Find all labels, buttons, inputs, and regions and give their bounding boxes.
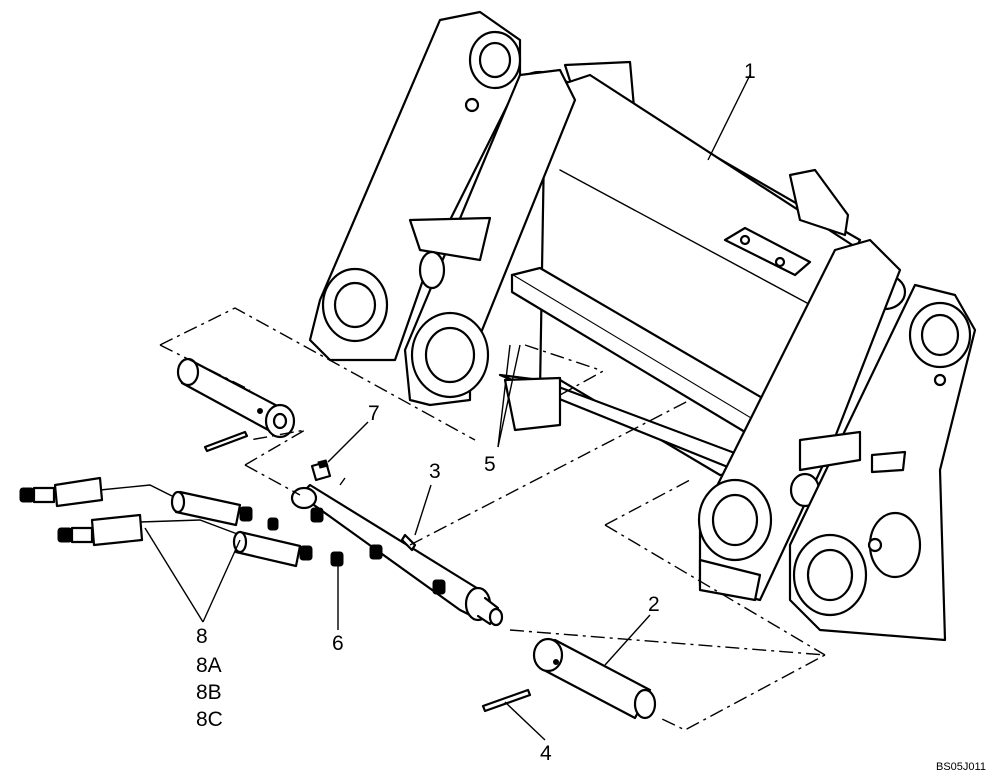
callout-5: 5 — [484, 453, 496, 476]
callout-2: 2 — [648, 593, 660, 616]
hose-upper — [19, 476, 253, 527]
callout-8: 8 — [196, 625, 208, 648]
callout-8c: 8C — [196, 708, 223, 731]
leader-lines — [144, 74, 751, 741]
pin-upper-left — [176, 357, 296, 453]
callout-6: 6 — [332, 632, 344, 655]
pin-part-2 — [532, 637, 657, 720]
quick-attach-frame — [308, 10, 977, 642]
grease-fitting-part-7 — [310, 459, 332, 482]
callout-7: 7 — [368, 402, 380, 425]
cylinder-part-3 — [267, 483, 504, 627]
callout-1: 1 — [744, 60, 756, 83]
drawing-code: BS05J011 — [936, 761, 986, 773]
assembly-dash-lines — [159, 307, 828, 731]
hose-lower — [57, 513, 313, 568]
cotter-pin-part-4 — [481, 688, 532, 713]
callout-4: 4 — [540, 742, 552, 765]
grease-fitting-part-6 — [330, 551, 344, 567]
callout-8a: 8A — [196, 654, 222, 677]
callout-8b: 8B — [196, 681, 222, 704]
callout-3: 3 — [429, 460, 441, 483]
